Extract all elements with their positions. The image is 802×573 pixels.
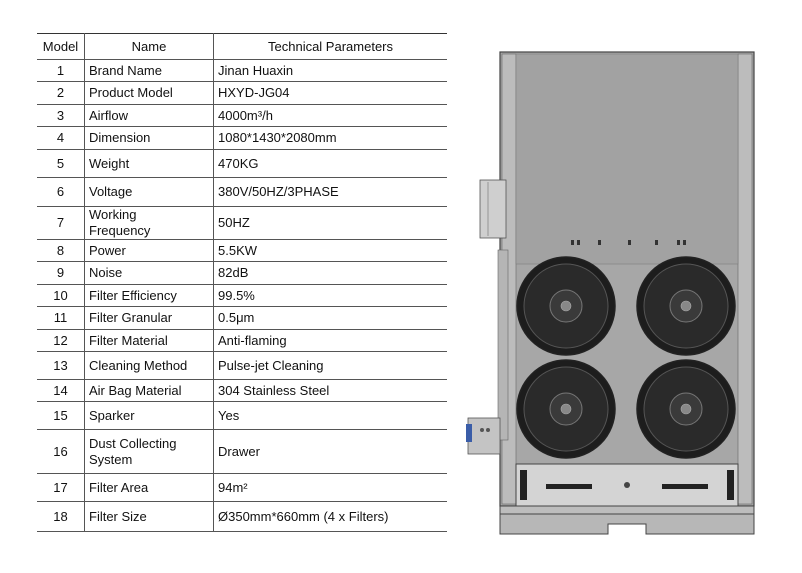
row-model-number: 12 (37, 329, 85, 352)
row-value: 99.5% (213, 284, 447, 307)
row-model-number: 15 (37, 401, 85, 430)
header-name: Name (84, 33, 214, 60)
row-value: Ø350mm*660mm (4 x Filters) (213, 501, 447, 532)
row-model-number: 4 (37, 126, 85, 150)
row-name: Brand Name (84, 59, 214, 82)
row-value: 1080*1430*2080mm (213, 126, 447, 150)
row-model-number: 13 (37, 351, 85, 380)
row-model-number: 7 (37, 206, 85, 240)
row-value: 470KG (213, 149, 447, 178)
row-model-number: 14 (37, 379, 85, 402)
row-name: Dust Collecting System (84, 429, 214, 474)
row-model-number: 9 (37, 261, 85, 285)
row-value: 0.5μm (213, 306, 447, 330)
row-name: Dimension (84, 126, 214, 150)
row-name: Power (84, 239, 214, 262)
row-name: Working Frequency (84, 206, 214, 240)
row-value: HXYD-JG04 (213, 81, 447, 105)
row-model-number: 1 (37, 59, 85, 82)
row-model-number: 2 (37, 81, 85, 105)
dust-collector-drawing (466, 51, 755, 535)
row-name: Noise (84, 261, 214, 285)
row-model-number: 3 (37, 104, 85, 127)
row-model-number: 8 (37, 239, 85, 262)
row-name: Filter Area (84, 473, 214, 502)
row-value: 82dB (213, 261, 447, 285)
row-model-number: 17 (37, 473, 85, 502)
row-value: Drawer (213, 429, 447, 474)
table-header-row: Model Name Technical Parameters (37, 33, 447, 60)
row-name: Filter Granular (84, 306, 214, 330)
row-value: Pulse-jet Cleaning (213, 351, 447, 380)
row-name: Sparker (84, 401, 214, 430)
row-value: Anti-flaming (213, 329, 447, 352)
row-model-number: 6 (37, 177, 85, 207)
row-model-number: 18 (37, 501, 85, 532)
row-value: 4000m³/h (213, 104, 447, 127)
row-name: Weight (84, 149, 214, 178)
row-value: Jinan Huaxin (213, 59, 447, 82)
row-name: Filter Material (84, 329, 214, 352)
row-model-number: 11 (37, 306, 85, 330)
row-name: Product Model (84, 81, 214, 105)
row-name: Voltage (84, 177, 214, 207)
row-value: 5.5KW (213, 239, 447, 262)
row-model-number: 5 (37, 149, 85, 178)
header-model: Model (37, 33, 85, 60)
row-model-number: 10 (37, 284, 85, 307)
row-name: Cleaning Method (84, 351, 214, 380)
row-name: Air Bag Material (84, 379, 214, 402)
row-model-number: 16 (37, 429, 85, 474)
row-name: Airflow (84, 104, 214, 127)
row-value: 50HZ (213, 206, 447, 240)
row-value: Yes (213, 401, 447, 430)
row-name: Filter Efficiency (84, 284, 214, 307)
row-value: 304 Stainless Steel (213, 379, 447, 402)
row-value: 94m² (213, 473, 447, 502)
header-params: Technical Parameters (213, 33, 447, 60)
row-name: Filter Size (84, 501, 214, 532)
row-value: 380V/50HZ/3PHASE (213, 177, 447, 207)
